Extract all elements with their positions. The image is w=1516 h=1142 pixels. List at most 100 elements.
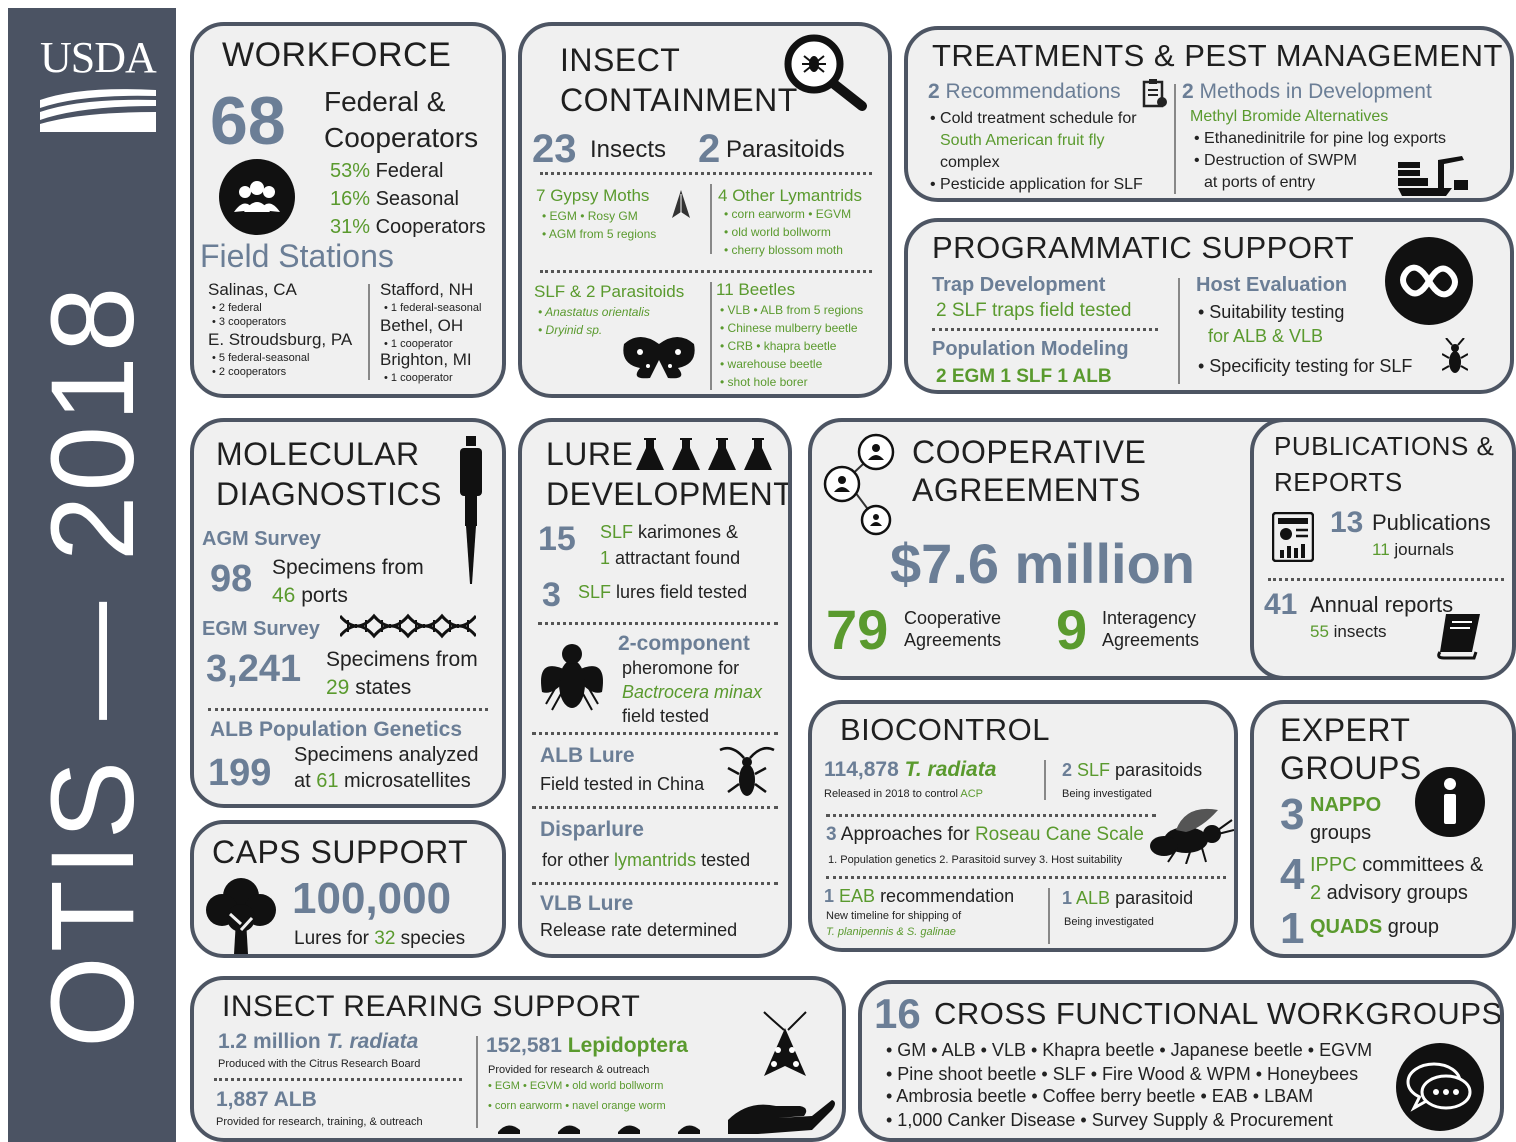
alb-population-genetics: ALB Population Genetics <box>210 718 463 741</box>
ippc-label: IPPC committees & <box>1310 854 1484 876</box>
egm-count: 3,241 <box>206 648 302 690</box>
insect-title-1: INSECT <box>560 42 681 78</box>
workforce-label-2: Cooperators <box>324 122 479 153</box>
flask-icons <box>636 438 772 470</box>
host-line: • Suitability testing <box>1198 302 1345 322</box>
fly-icon <box>541 644 603 711</box>
parasitoids-label: Parasitoids <box>726 136 845 163</box>
agm-survey: AGM Survey <box>202 528 321 550</box>
nappo-groups: groups <box>1310 822 1372 844</box>
insects-label: Insects <box>590 136 667 163</box>
alb-lure: ALB Lure <box>540 744 635 767</box>
journals-label: 11 journals <box>1372 540 1454 559</box>
alb-count: 199 <box>208 752 272 794</box>
karimones-count: 15 <box>538 520 576 558</box>
beetle-icon <box>1442 338 1468 373</box>
panel-molecular: MOLECULAR DIAGNOSTICS AGM Survey 98 Spec… <box>190 418 506 808</box>
usda-wordmark: USDA <box>40 33 157 82</box>
butterfly-icon <box>623 337 695 379</box>
divider <box>476 1036 478 1128</box>
reports-label: Annual reports <box>1310 592 1454 617</box>
panel-lure: LURE DEVELOPMENT 15 SLF karimones & 1 at… <box>518 418 792 958</box>
host-line: for ALB & VLB <box>1208 326 1324 346</box>
disparlure-line: for other lymantrids tested <box>542 850 751 870</box>
karimones-line: SLF karimones & <box>600 522 739 542</box>
beetle-item: • warehouse beetle <box>720 357 823 371</box>
molecular-title-2: DIAGNOSTICS <box>216 476 442 512</box>
quads-label: QUADS group <box>1310 916 1439 938</box>
trap-development: Trap Development <box>932 274 1106 296</box>
divider <box>1048 888 1050 944</box>
station-name: Brighton, MI <box>380 350 472 369</box>
magnifier-bug-icon <box>784 34 867 111</box>
divider <box>1044 760 1046 800</box>
insect-title-2: CONTAINMENT <box>560 82 798 118</box>
publications-title-2: REPORTS <box>1274 467 1403 497</box>
rec-line: South American fruit fly <box>940 132 1105 149</box>
pheromone-line-2: pheromone for <box>622 658 740 678</box>
station-name: Stafford, NH <box>380 280 474 299</box>
divider <box>710 184 712 254</box>
pheromone-line-1: 2-component <box>618 632 750 655</box>
divider <box>826 876 1226 879</box>
molecular-title-1: MOLECULAR <box>216 436 420 472</box>
rearing-title: INSECT REARING SUPPORT <box>222 990 641 1023</box>
station-name: E. Stroudsburg, PA <box>208 330 353 349</box>
radiata-line: Released in 2018 to control ACP <box>824 788 983 800</box>
slf-item: • Anastatus orientalis <box>538 305 650 319</box>
interagency-label-2: Agreements <box>1102 630 1200 650</box>
hand-moth-icon <box>728 1011 835 1134</box>
workgroups-line: • GM • ALB • VLB • Khapra beetle • Japan… <box>886 1040 1373 1060</box>
lepidoptera-item: • corn earworm • navel orange worm <box>488 1100 666 1112</box>
station-name: Salinas, CA <box>208 280 297 299</box>
tree-icon <box>206 878 276 954</box>
station-note: • 2 federal <box>212 302 262 314</box>
rec-line: complex <box>940 154 1000 171</box>
station-note: • 1 cooperator <box>384 338 453 350</box>
station-name: Bethel, OH <box>380 316 464 335</box>
panel-rearing: INSECT REARING SUPPORT 1.2 million T. ra… <box>190 976 846 1142</box>
divider <box>710 282 712 390</box>
divider <box>540 172 872 175</box>
panel-publications: PUBLICATIONS & REPORTS 13 Publications 1… <box>1250 418 1516 680</box>
panel-insect-containment: INSECT CONTAINMENT 23 Insects 2 Parasito… <box>518 22 892 398</box>
infographic: WORKFORCE 68 Federal & Cooperators 53% F… <box>176 0 1516 1142</box>
lure-title-1: LURE <box>546 436 634 472</box>
radiata-count: 114,878 T. radiata <box>824 758 997 781</box>
larvae-icons <box>498 1125 700 1134</box>
roseau-line: 3 Approaches for Roseau Cane Scale <box>826 824 1144 845</box>
workforce-label-1: Federal & <box>324 86 446 117</box>
pheromone-line-4: field tested <box>622 706 710 726</box>
workforce-pct-2: 16% Seasonal <box>330 188 459 210</box>
workforce-title: WORKFORCE <box>222 36 452 74</box>
workgroups-line: • Pine shoot beetle • SLF • Fire Wood & … <box>886 1064 1359 1084</box>
publications-title-1: PUBLICATIONS & <box>1274 431 1495 461</box>
agm-line: 46 ports <box>272 584 348 607</box>
agm-count: 98 <box>210 558 253 600</box>
rearing-radiata-sub: Produced with the Citrus Research Board <box>218 1058 421 1070</box>
infinity-icon <box>1385 237 1473 325</box>
egm-line: Specimens from <box>326 648 478 671</box>
publications-count: 13 <box>1330 506 1364 539</box>
beetle-item: • Chinese mulberry beetle <box>720 321 858 335</box>
station-note: • 3 cooperators <box>212 316 287 328</box>
panel-programmatic: PROGRAMMATIC SUPPORT Trap Development 2 … <box>904 218 1514 394</box>
longhorn-beetle-icon <box>719 747 775 796</box>
treatments-title: TREATMENTS & PEST MANAGEMENT <box>932 38 1503 73</box>
parasitoids-count: 2 <box>698 127 721 171</box>
cooperative-title-1: COOPERATIVE <box>912 434 1147 470</box>
programmatic-title: PROGRAMMATIC SUPPORT <box>932 230 1355 265</box>
people-icon <box>219 159 295 235</box>
info-icon <box>1415 767 1485 837</box>
biocontrol-title: BIOCONTROL <box>840 712 1050 747</box>
workgroups-line: • 1,000 Canker Disease • Survey Supply &… <box>886 1110 1333 1130</box>
roseau-sub: 1. Population genetics 2. Parasitoid sur… <box>828 854 1123 866</box>
cooperative-title-2: AGREEMENTS <box>912 472 1142 508</box>
lure-title-2: DEVELOPMENT <box>546 476 792 512</box>
divider <box>538 622 778 625</box>
other-lymantrids: 4 Other Lymantrids <box>718 186 862 205</box>
methods-subtitle: Methyl Bromide Alternatives <box>1190 108 1389 125</box>
divider <box>1174 84 1176 194</box>
caps-line: Lures for 32 species <box>294 928 466 949</box>
recommendations: 2 Recommendations <box>928 80 1121 103</box>
